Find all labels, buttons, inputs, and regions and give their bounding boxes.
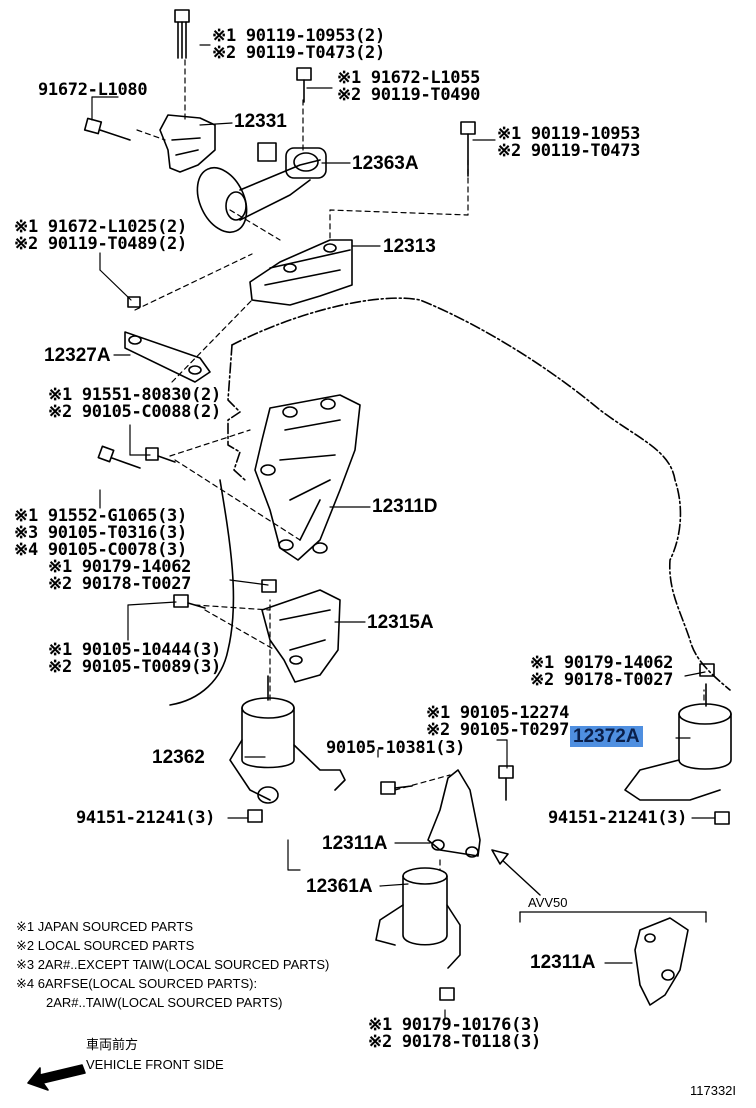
direction-jp: 車両前方 [86,1037,139,1052]
part-label-12311d[interactable]: 12311D [372,496,438,517]
callout-right-bolt-1: ※1 90119-10953 [497,124,641,144]
part-label-12361a[interactable]: 12361A [306,876,373,897]
inset-label: AVV50 [528,895,568,910]
part-label-12313[interactable]: 12313 [383,236,436,257]
bolt-icon [174,9,190,59]
callout-mid-bolt-1: ※1 90105-10444(3) [48,640,221,660]
callout-center-bolt-1: ※1 90105-12274 [426,703,570,723]
highlighted-part-label[interactable]: 12372A [570,726,643,747]
callout-center-bolt-2: ※2 90105-T0297 [426,720,570,740]
callout-bracket-nut-2: ※2 90105-C0088(2) [48,402,221,422]
bolt-icon [460,121,476,177]
note-1: ※1 JAPAN SOURCED PARTS [16,919,194,934]
front-arrow-icon [27,1064,86,1091]
callout-upper-bolt-1: ※1 91672-L1055 [337,68,481,88]
callout-top-bolt-1: ※1 90119-10953(2) [212,26,385,46]
note-2: ※2 LOCAL SOURCED PARTS [16,938,195,953]
callout-bottom-nut-2: ※2 90178-T0118(3) [368,1032,541,1052]
bolt-icon [296,67,312,103]
note-4: ※4 6ARFSE(LOCAL SOURCED PARTS): [16,976,258,991]
part-label-12362[interactable]: 12362 [152,747,205,768]
bolt-icon [380,765,514,801]
callout-right-nut-2: ※2 90178-T0027 [530,670,674,690]
callout-bottom-nut-1: ※1 90179-10176(3) [368,1015,541,1035]
direction-en: VEHICLE FRONT SIDE [86,1057,224,1072]
callout-mid-nut-2: ※2 90178-T0027 [48,574,192,594]
part-label-12311a-inset[interactable]: 12311A [530,952,596,973]
part-label-12327a[interactable]: 12327A [44,345,111,366]
callout-top-bolt-2: ※2 90119-T0473(2) [212,43,385,63]
note-5: 2AR#..TAIW(LOCAL SOURCED PARTS) [46,995,283,1010]
callout-upper-bolt-2: ※2 90119-T0490 [337,85,481,105]
part-label-90105-10381[interactable]: 90105-10381(3) [326,738,466,758]
part-label-12315a[interactable]: 12315A [367,612,434,633]
bolt-icon [97,445,176,469]
callout-left-bolt-1: ※1 91672-L1025(2) [14,217,187,237]
part-label-91672-l1080[interactable]: 91672-L1080 [38,80,148,100]
callout-mid-bolt-2: ※2 90105-T0089(3) [48,657,221,677]
part-label-12372a[interactable]: 12372A [570,726,643,747]
callout-bracket-bolt-2: ※3 90105-T0316(3) [14,523,187,543]
callout-mid-nut-1: ※1 90179-14062 [48,557,192,577]
callout-left-bolt-2: ※2 90119-T0489(2) [14,234,187,254]
callout-bracket-nut-1: ※1 91551-80830(2) [48,385,221,405]
bolt-icon [83,117,131,141]
callout-right-nut-1: ※1 90179-14062 [530,653,674,673]
note-3: ※3 2AR#..EXCEPT TAIW(LOCAL SOURCED PARTS… [16,957,330,972]
part-label-12311a-center[interactable]: 12311A [322,833,388,854]
diagram-id: 117332I [690,1083,737,1098]
callout-right-bolt-2: ※2 90119-T0473 [497,141,641,161]
part-label-12331[interactable]: 12331 [234,111,287,132]
callout-bracket-bolt-3: ※4 90105-C0078(3) [14,540,187,560]
part-label-12363a[interactable]: 12363A [352,153,419,174]
callout-bracket-bolt-1: ※1 91552-G1065(3) [14,506,187,526]
part-label-94151-right[interactable]: 94151-21241(3) [548,808,688,828]
part-label-94151-left[interactable]: 94151-21241(3) [76,808,216,828]
